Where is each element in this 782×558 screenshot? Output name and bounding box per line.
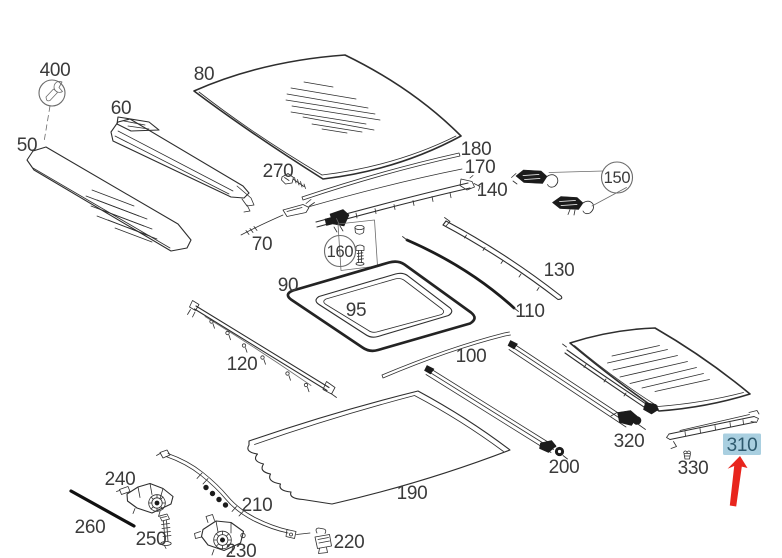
glass-hatching bbox=[607, 345, 710, 392]
callout-400-badge bbox=[38, 79, 66, 143]
part-100-trim-strip bbox=[381, 331, 511, 379]
part-220-clip bbox=[314, 527, 332, 554]
part-230-motor bbox=[194, 514, 246, 556]
part-80-glass-panel bbox=[193, 54, 462, 180]
part-label-270[interactable]: 270 bbox=[263, 161, 294, 182]
part-label-120[interactable]: 120 bbox=[227, 354, 258, 375]
part-label-250[interactable]: 250 bbox=[136, 529, 167, 550]
part-200-drive-rails bbox=[424, 340, 646, 460]
part-label-90[interactable]: 90 bbox=[278, 275, 299, 296]
part-60-wind-deflector bbox=[110, 116, 255, 213]
part-label-140[interactable]: 140 bbox=[477, 180, 508, 201]
part-label-150[interactable]: 150 bbox=[604, 169, 631, 187]
part-260-strip bbox=[69, 489, 136, 528]
part-label-95[interactable]: 95 bbox=[346, 300, 367, 321]
part-label-220[interactable]: 220 bbox=[334, 532, 365, 553]
part-170-trim-strip bbox=[307, 168, 463, 208]
part-310-trim-rail bbox=[666, 410, 760, 449]
part-label-190[interactable]: 190 bbox=[397, 483, 428, 504]
part-label-170[interactable]: 170 bbox=[465, 157, 496, 178]
part-label-60[interactable]: 60 bbox=[111, 98, 132, 119]
part-label-400[interactable]: 400 bbox=[40, 60, 71, 81]
leader-line bbox=[548, 170, 627, 207]
part-label-70[interactable]: 70 bbox=[252, 234, 273, 255]
part-50-glass-panel bbox=[26, 146, 192, 252]
rail-clips bbox=[209, 319, 310, 393]
part-160-fasteners bbox=[323, 218, 378, 271]
part-label-100[interactable]: 100 bbox=[456, 346, 487, 367]
cap-nut bbox=[354, 224, 365, 235]
part-label-160[interactable]: 160 bbox=[327, 243, 354, 261]
part-120-rail bbox=[187, 300, 337, 398]
part-320-glass-panel bbox=[562, 327, 751, 415]
part-label-80[interactable]: 80 bbox=[194, 64, 215, 85]
part-95-inner-frame bbox=[315, 272, 453, 338]
glass-hatching bbox=[285, 81, 381, 134]
part-270-bolt bbox=[281, 173, 306, 189]
selection-arrow-icon bbox=[727, 456, 748, 507]
part-label-310-highlighted[interactable]: 310 bbox=[727, 435, 758, 456]
part-label-210[interactable]: 210 bbox=[242, 495, 273, 516]
part-180-trim-strip bbox=[301, 152, 461, 201]
part-label-110[interactable]: 110 bbox=[515, 301, 545, 322]
callout-circle-160 bbox=[323, 234, 357, 268]
highlight-310 bbox=[723, 433, 761, 455]
part-330-clip bbox=[683, 450, 692, 460]
part-label-200[interactable]: 200 bbox=[549, 457, 580, 478]
part-label-180[interactable]: 180 bbox=[461, 139, 492, 160]
leader-line bbox=[43, 105, 51, 143]
part-label-50[interactable]: 50 bbox=[17, 135, 38, 156]
part-label-330[interactable]: 330 bbox=[678, 458, 709, 479]
part-90-frame-seal bbox=[286, 260, 476, 353]
part-label-260[interactable]: 260 bbox=[75, 517, 106, 538]
part-250-bolt bbox=[159, 513, 172, 549]
screw bbox=[355, 244, 365, 266]
part-70-cable bbox=[240, 199, 315, 236]
part-240-motor bbox=[116, 482, 174, 517]
callout-circle-400 bbox=[38, 79, 66, 107]
part-110-seal bbox=[402, 236, 519, 312]
part-label-230[interactable]: 230 bbox=[226, 541, 257, 558]
part-150-mechanisms bbox=[511, 161, 634, 216]
part-label-320[interactable]: 320 bbox=[614, 431, 645, 452]
glass-hatching bbox=[85, 189, 158, 243]
part-210-drive-cable bbox=[156, 449, 311, 539]
part-labels: 400 50 60 80 270 70 160 150 180 170 140 … bbox=[17, 60, 758, 558]
part-label-130[interactable]: 130 bbox=[544, 260, 575, 281]
part-130-rail bbox=[442, 217, 563, 301]
part-190-roller-blind bbox=[247, 390, 511, 505]
wrench-icon bbox=[45, 81, 63, 102]
part-label-240[interactable]: 240 bbox=[105, 469, 136, 490]
